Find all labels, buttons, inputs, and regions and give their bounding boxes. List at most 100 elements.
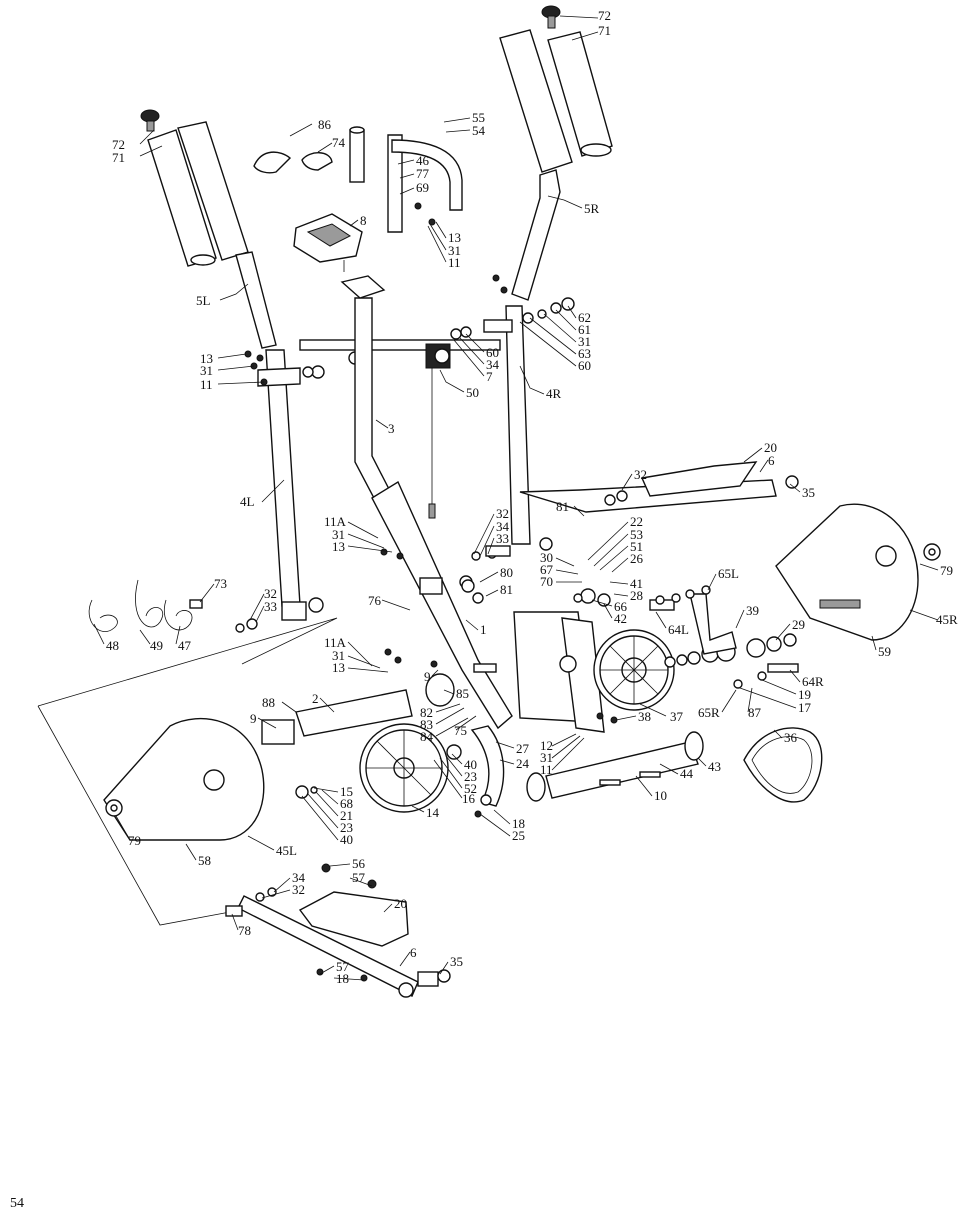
callout-14: 14 <box>426 805 440 820</box>
callout-31: 31 <box>332 648 345 663</box>
callout-23: 23 <box>340 820 353 835</box>
callout-31: 31 <box>332 527 345 542</box>
callout-68: 68 <box>340 796 353 811</box>
callout-75: 75 <box>454 723 467 738</box>
callout-87: 87 <box>748 705 762 720</box>
callout-4L: 4L <box>240 494 255 509</box>
callout-72: 72 <box>598 8 611 23</box>
callout-11: 11 <box>448 255 461 270</box>
callout-88: 88 <box>262 695 275 710</box>
callout-5R: 5R <box>584 201 600 216</box>
callout-1: 1 <box>480 622 487 637</box>
upper-handle-arm-5L <box>235 251 277 349</box>
cable-47 <box>163 599 193 631</box>
callout-31: 31 <box>448 243 461 258</box>
callout-11A: 11A <box>324 635 347 650</box>
callout-34: 34 <box>496 519 510 534</box>
callout-66: 66 <box>614 599 628 614</box>
callout-22: 22 <box>630 514 643 529</box>
callout-10: 10 <box>654 788 667 803</box>
callout-59: 59 <box>878 644 891 659</box>
cover-guide-top <box>37 617 338 707</box>
callout-31: 31 <box>540 750 553 765</box>
callout-32: 32 <box>264 586 277 601</box>
callout-41: 41 <box>630 576 643 591</box>
callout-82: 82 <box>420 705 433 720</box>
callout-77: 77 <box>416 166 430 181</box>
callout-29: 29 <box>792 617 805 632</box>
callout-40: 40 <box>464 757 477 772</box>
callout-62: 62 <box>578 310 591 325</box>
callout-51: 51 <box>630 539 643 554</box>
callout-20: 20 <box>764 440 777 455</box>
callout-65L: 65L <box>718 566 739 581</box>
callout-38: 38 <box>638 709 651 724</box>
callout-31: 31 <box>200 363 213 378</box>
callout-17: 17 <box>798 700 812 715</box>
callout-42: 42 <box>614 611 627 626</box>
lower-arm-4R <box>505 305 531 545</box>
callout-39: 39 <box>746 603 759 618</box>
cable-48 <box>88 599 118 633</box>
right-side-cover-45R <box>775 503 941 641</box>
callout-15: 15 <box>340 784 353 799</box>
callout-30: 30 <box>540 550 553 565</box>
lower-arm-4L <box>265 349 301 607</box>
bolt-10 <box>599 779 621 786</box>
callout-33: 33 <box>264 599 277 614</box>
callout-43: 43 <box>708 759 721 774</box>
callout-9: 9 <box>250 711 257 726</box>
callout-70: 70 <box>540 574 553 589</box>
drive-pulley-37 <box>593 629 675 711</box>
callout-27: 27 <box>516 741 530 756</box>
callout-3: 3 <box>388 421 395 436</box>
callout-36: 36 <box>784 730 798 745</box>
callout-85: 85 <box>456 686 469 701</box>
flywheel-14 <box>359 723 449 813</box>
drive-belt-36 <box>743 727 823 803</box>
callout-26: 26 <box>630 551 644 566</box>
callout-25: 25 <box>512 828 525 843</box>
callout-13: 13 <box>200 351 213 366</box>
callout-50: 50 <box>466 385 479 400</box>
callout-73: 73 <box>214 576 227 591</box>
callout-71: 71 <box>598 23 611 38</box>
callout-labels: 72 71 72 71 86 74 55 54 46 77 69 5R 8 13… <box>106 8 958 986</box>
callout-49: 49 <box>150 638 163 653</box>
tension-control-50 <box>425 343 451 519</box>
pulse-sensor-86 <box>253 151 292 174</box>
callout-33: 33 <box>496 531 509 546</box>
end-cap-9 <box>261 719 295 745</box>
pivot-axle <box>299 339 501 351</box>
callout-67: 67 <box>540 562 554 577</box>
callout-34: 34 <box>292 870 306 885</box>
callout-58: 58 <box>198 853 211 868</box>
page-number: 54 <box>10 1196 24 1211</box>
callout-57: 57 <box>336 959 350 974</box>
callout-53: 53 <box>630 527 643 542</box>
callout-64L: 64L <box>668 622 689 637</box>
callout-81: 81 <box>556 499 569 514</box>
callout-9: 9 <box>424 669 431 684</box>
callout-34: 34 <box>486 357 500 372</box>
callout-16: 16 <box>462 791 476 806</box>
callout-18: 18 <box>512 816 525 831</box>
callout-32: 32 <box>496 506 509 521</box>
callout-79: 79 <box>940 563 953 578</box>
callout-79: 79 <box>128 833 141 848</box>
callout-18: 18 <box>336 971 349 986</box>
callout-20: 20 <box>394 896 407 911</box>
callout-23: 23 <box>464 769 477 784</box>
pedal-arm-6 <box>225 895 439 998</box>
callout-71: 71 <box>112 150 125 165</box>
foot-pedal-20 <box>298 891 409 947</box>
callout-55: 55 <box>472 110 485 125</box>
callout-40: 40 <box>340 832 353 847</box>
front-tube-2 <box>295 689 413 737</box>
callout-48: 48 <box>106 638 119 653</box>
left-side-cover-45L <box>103 718 265 841</box>
callout-45L: 45L <box>276 843 297 858</box>
callout-6: 6 <box>410 945 417 960</box>
callout-35: 35 <box>802 485 815 500</box>
